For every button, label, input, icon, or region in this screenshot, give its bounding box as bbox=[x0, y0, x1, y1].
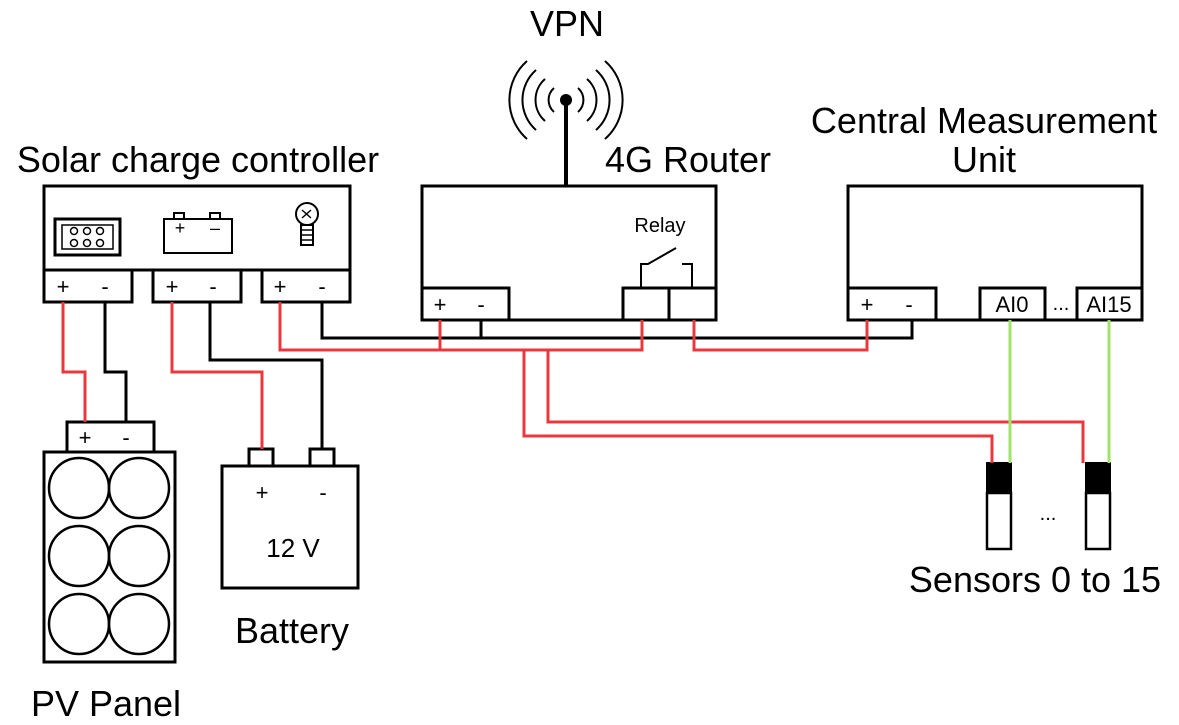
central-measurement-unit: + - AI0 AI15 ... bbox=[846, 184, 1144, 322]
vpn-label: VPN bbox=[530, 3, 604, 44]
router-4g: Relay + - bbox=[420, 184, 718, 322]
battery: + - 12 V bbox=[220, 447, 360, 590]
sensor-15 bbox=[1084, 462, 1112, 551]
sensor15-power-wire bbox=[546, 350, 1085, 463]
svg-text:+: + bbox=[175, 218, 186, 238]
router-label: 4G Router bbox=[605, 139, 771, 180]
load-minus-terminal: - bbox=[318, 274, 325, 299]
panel-minus: - bbox=[122, 425, 129, 450]
pv-minus-terminal: - bbox=[101, 274, 108, 299]
panel-plus: + bbox=[79, 425, 92, 450]
pv-positive-wire bbox=[61, 302, 87, 422]
solar-controller-label: Solar charge controller bbox=[17, 139, 379, 180]
cmu-minus-terminal: - bbox=[905, 292, 912, 317]
sensor-ellipsis: ... bbox=[1040, 503, 1057, 525]
panel-display-icon bbox=[53, 217, 122, 257]
ai0-terminal: AI0 bbox=[995, 292, 1028, 317]
battery-icon: + – bbox=[163, 212, 233, 254]
bat-plus-terminal: + bbox=[166, 274, 179, 299]
relay-switch-icon bbox=[640, 247, 693, 288]
cmu-label-line2: Unit bbox=[952, 139, 1016, 180]
ai15-terminal: AI15 bbox=[1086, 292, 1131, 317]
battery-minus: - bbox=[319, 480, 326, 505]
load-plus-terminal: + bbox=[274, 274, 287, 299]
battery-negative-wire bbox=[208, 302, 324, 449]
lamp-icon bbox=[295, 202, 319, 246]
router-plus-terminal: + bbox=[434, 292, 447, 317]
load-negative-bus bbox=[320, 302, 914, 340]
antenna-icon bbox=[508, 60, 624, 186]
pv-plus-terminal: + bbox=[57, 274, 70, 299]
load-positive-bus bbox=[278, 302, 644, 352]
sensor0-power-wire bbox=[522, 350, 994, 463]
relay-label: Relay bbox=[634, 215, 685, 237]
pv-negative-wire bbox=[103, 302, 128, 422]
battery-voltage: 12 V bbox=[266, 533, 320, 563]
bat-minus-terminal: - bbox=[209, 274, 216, 299]
ai-ellipsis: ... bbox=[1053, 293, 1070, 315]
battery-label: Battery bbox=[235, 610, 349, 651]
sensor-0 bbox=[985, 462, 1013, 551]
sensors-label: Sensors 0 to 15 bbox=[909, 559, 1161, 600]
pv-panel-label: PV Panel bbox=[31, 683, 181, 724]
cmu-plus-terminal: + bbox=[861, 292, 874, 317]
svg-text:–: – bbox=[210, 218, 220, 238]
battery-positive-wire bbox=[170, 302, 264, 449]
router-minus-terminal: - bbox=[477, 292, 484, 317]
battery-plus: + bbox=[256, 480, 269, 505]
solar-charge-controller: + – + - + - + - bbox=[42, 184, 352, 304]
cmu-label-line1: Central Measurement bbox=[811, 100, 1157, 141]
relay-to-cmu-wire bbox=[692, 320, 869, 352]
pv-panel: + - bbox=[42, 420, 177, 664]
